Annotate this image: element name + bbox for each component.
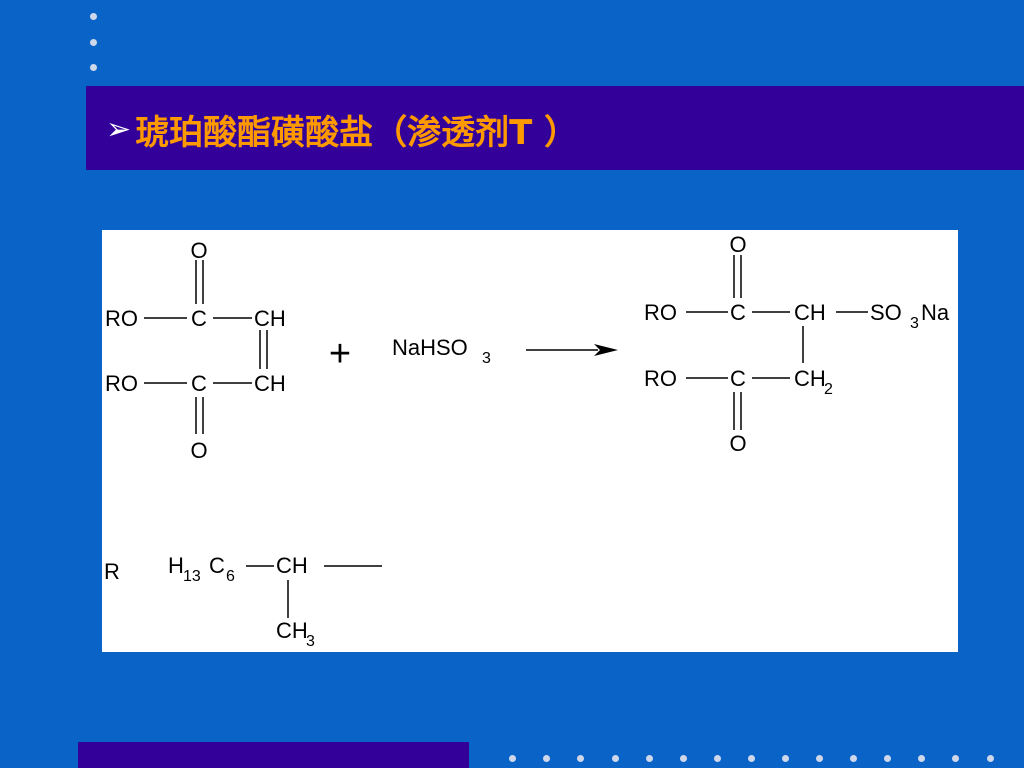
bottom-dot-7 [714, 755, 721, 762]
bottom-dot-13 [918, 755, 925, 762]
product-so-subscript: 3 [910, 315, 919, 332]
bottom-dot-15 [987, 755, 994, 762]
title-bar [86, 86, 1024, 170]
decor-dot-3 [90, 64, 97, 71]
product-sulfosuccinate: O RO C CH SO 3 Na RO C CH 2 O [644, 232, 950, 456]
bottom-dot-11 [850, 755, 857, 762]
reagent-sodium-bisulfite: NaHSO 3 [392, 335, 491, 367]
reaction-diagram: O RO C CH RO C CH O + NaHSO 3 O RO C CH … [104, 232, 950, 650]
r-h-subscript: 13 [183, 568, 201, 585]
reactant1-ch-top: CH [254, 306, 286, 331]
r-label: R [104, 559, 120, 584]
bottom-dot-1 [509, 755, 516, 762]
reactant1-c-bottom: C [191, 371, 207, 396]
bottom-dot-9 [782, 755, 789, 762]
r-ch3: CH [276, 618, 308, 643]
product-o-bottom: O [729, 431, 746, 456]
product-c-top: C [730, 300, 746, 325]
reaction-panel: O RO C CH RO C CH O + NaHSO 3 O RO C CH … [102, 230, 958, 652]
bottom-dot-4 [612, 755, 619, 762]
reaction-arrow [526, 344, 618, 356]
bottom-dot-2 [543, 755, 550, 762]
reactant1-o-bottom: O [190, 438, 207, 463]
bottom-dot-8 [748, 755, 755, 762]
product-ro-top: RO [644, 300, 677, 325]
bottom-dot-6 [680, 755, 687, 762]
reactant1-ro-top: RO [105, 306, 138, 331]
product-c-bottom: C [730, 366, 746, 391]
product-na: Na [921, 300, 950, 325]
bottom-dot-5 [646, 755, 653, 762]
reagent-subscript: 3 [482, 350, 491, 367]
product-ro-bottom: RO [644, 366, 677, 391]
r-c-subscript: 6 [226, 568, 235, 585]
r-ch3-subscript: 3 [306, 633, 315, 650]
bottom-dot-14 [952, 755, 959, 762]
reactant1-c-top: C [191, 306, 207, 331]
reactant-maleate-diester: O RO C CH RO C CH O [105, 238, 286, 463]
r-ch: CH [276, 553, 308, 578]
reagent-formula: NaHSO [392, 335, 468, 360]
plus-sign: + [329, 333, 351, 375]
r-group-definition: R H 13 C 6 CH CH 3 [104, 553, 315, 650]
decor-dot-2 [90, 39, 97, 46]
slide-title-text: 琥珀酸酯磺酸盐（渗透剂T ） [135, 112, 579, 153]
bottom-bar [78, 742, 469, 768]
product-so: SO [870, 300, 902, 325]
product-ch2: CH [794, 366, 826, 391]
decor-dot-1 [90, 13, 97, 20]
reactant1-ro-bottom: RO [105, 371, 138, 396]
bottom-dot-12 [884, 755, 891, 762]
r-c: C [209, 553, 225, 578]
arrow-bullet-icon: ➢ [106, 111, 132, 147]
r-h: H [168, 553, 184, 578]
product-o-top: O [729, 232, 746, 257]
bond-lines [144, 255, 868, 618]
bottom-dot-10 [816, 755, 823, 762]
slide-title: ➢ 琥珀酸酯磺酸盐（渗透剂T ） [106, 104, 578, 154]
reactant1-ch-bottom: CH [254, 371, 286, 396]
product-ch-top: CH [794, 300, 826, 325]
bottom-dot-3 [577, 755, 584, 762]
reactant1-o-top: O [190, 238, 207, 263]
product-ch2-subscript: 2 [824, 381, 833, 398]
